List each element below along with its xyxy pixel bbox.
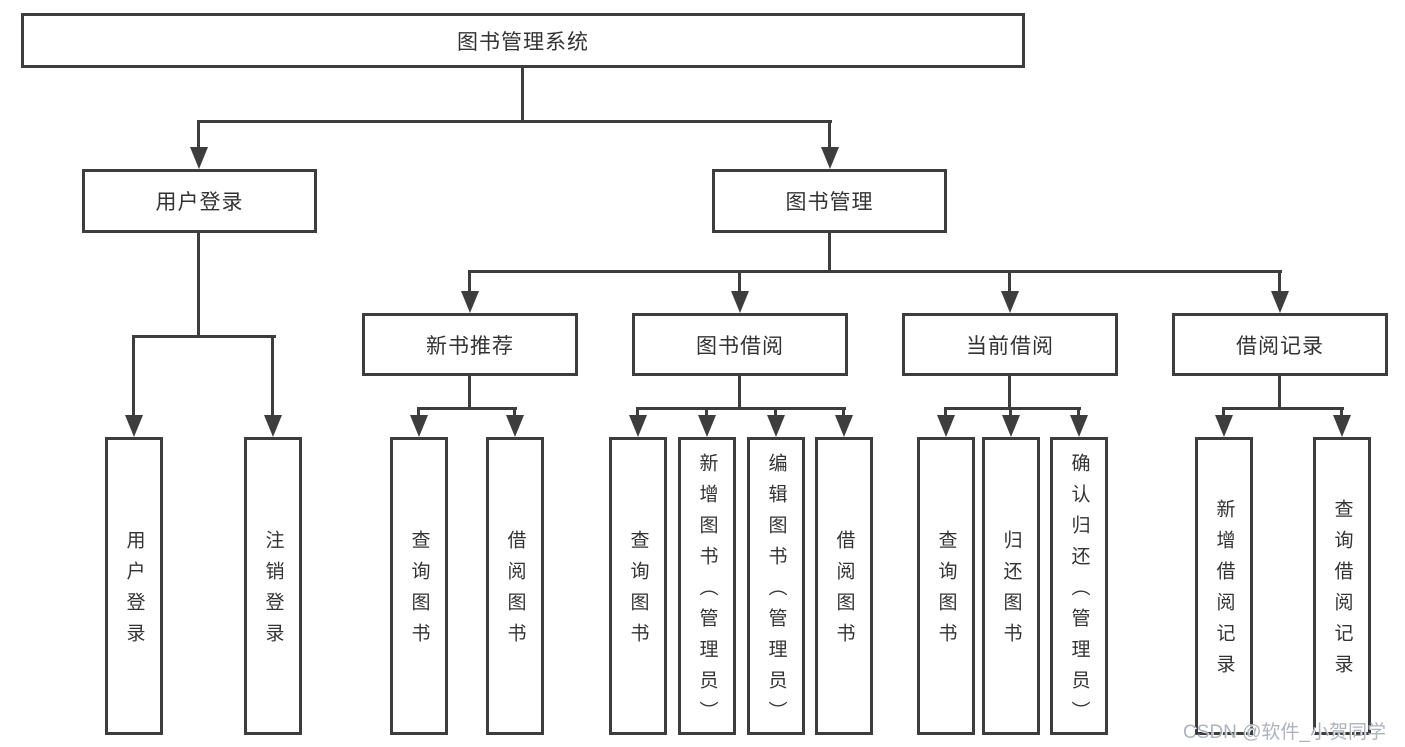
node-label: 用户登录 <box>123 530 145 654</box>
arrow-down-icon <box>410 415 428 437</box>
arrow-down-icon <box>506 415 524 437</box>
node-label: 查询借阅记录 <box>1331 499 1353 685</box>
arrow-down-icon <box>1002 415 1020 437</box>
node-label: 用户登录 <box>155 191 244 214</box>
connector-line <box>468 270 471 294</box>
arrow-down-icon <box>1333 415 1351 437</box>
connector-line <box>271 335 274 415</box>
connector-line <box>521 68 524 120</box>
arrow-down-icon <box>1271 291 1289 313</box>
node-user-login: 用户登录 <box>82 169 317 233</box>
node-label: 图书管理系统 <box>457 30 589 54</box>
connector-line <box>738 376 741 410</box>
node-label: 查询图书 <box>627 530 649 654</box>
node-label: 新增图书（管理员） <box>696 452 718 732</box>
node-label: 图书管理 <box>785 191 874 214</box>
node-label: 编辑图书（管理员） <box>765 452 787 732</box>
node-label: 新书推荐 <box>426 334 514 358</box>
arrow-down-icon <box>698 415 716 437</box>
connector-line <box>738 270 741 294</box>
node-borrowing-records: 借阅记录 <box>1172 313 1388 376</box>
connector-line <box>1009 407 1012 419</box>
node-label: 确认归还（管理员） <box>1068 452 1090 732</box>
leaf-borrow-books: 借阅图书 <box>815 437 873 735</box>
arrow-down-icon <box>190 147 208 169</box>
leaf-add-books-admin: 新增图书（管理员） <box>678 437 736 735</box>
connector-line <box>197 120 200 150</box>
connector-line <box>1222 407 1225 419</box>
arrow-down-icon <box>461 291 479 313</box>
connector-line <box>842 407 845 419</box>
connector-line <box>468 376 471 410</box>
connector-line <box>132 335 276 338</box>
leaf-query-borrow-record: 查询借阅记录 <box>1313 437 1371 735</box>
leaf-user-login: 用户登录 <box>105 437 163 735</box>
arrow-down-icon <box>629 415 647 437</box>
arrow-down-icon <box>731 291 749 313</box>
connector-line <box>774 407 777 419</box>
connector-line <box>1278 270 1281 294</box>
connector-line <box>636 407 639 419</box>
node-label: 查询图书 <box>935 530 957 654</box>
node-label: 借阅图书 <box>833 530 855 654</box>
arrow-down-icon <box>835 415 853 437</box>
node-new-book-recommendation: 新书推荐 <box>362 313 578 376</box>
node-book-management: 图书管理 <box>712 169 947 233</box>
csdn-watermark: CSDN @软件_小贺同学 <box>1183 722 1386 743</box>
leaf-query-books-borrow: 查询图书 <box>609 437 667 735</box>
connector-line <box>1008 270 1011 294</box>
leaf-edit-books-admin: 编辑图书（管理员） <box>747 437 805 735</box>
connector-line <box>132 335 135 415</box>
node-label: 新增借阅记录 <box>1213 499 1235 685</box>
arrow-down-icon <box>821 147 839 169</box>
connector-line <box>513 407 516 419</box>
node-label: 当前借阅 <box>966 334 1054 358</box>
connector-line <box>944 407 947 419</box>
arrow-down-icon <box>1215 415 1233 437</box>
node-label: 归还图书 <box>1000 530 1022 654</box>
node-label: 注销登录 <box>262 530 284 654</box>
node-label: 借阅图书 <box>504 530 526 654</box>
leaf-return-books: 归还图书 <box>982 437 1040 735</box>
node-label: 图书借阅 <box>696 334 784 358</box>
connector-line <box>636 407 846 410</box>
leaf-query-books-current: 查询图书 <box>917 437 975 735</box>
connector-line <box>705 407 708 419</box>
connector-line <box>417 407 517 410</box>
connector-line <box>1222 407 1344 410</box>
node-library-management-system: 图书管理系统 <box>21 13 1025 68</box>
arrow-down-icon <box>1070 415 1088 437</box>
arrow-down-icon <box>767 415 785 437</box>
connector-line <box>828 120 831 150</box>
connector-line <box>468 270 1282 273</box>
leaf-logout: 注销登录 <box>244 437 302 735</box>
leaf-add-borrow-record: 新增借阅记录 <box>1195 437 1253 735</box>
connector-line <box>1008 376 1011 410</box>
connector-line <box>197 120 832 123</box>
node-current-borrowing: 当前借阅 <box>902 313 1118 376</box>
leaf-confirm-return-admin: 确认归还（管理员） <box>1050 437 1108 735</box>
connector-line <box>1278 376 1281 410</box>
connector-line <box>944 407 1081 410</box>
leaf-borrow-books-recommend: 借阅图书 <box>486 437 544 735</box>
arrow-down-icon <box>1001 291 1019 313</box>
connector-line <box>197 233 200 338</box>
node-book-borrowing: 图书借阅 <box>632 313 848 376</box>
connector-line <box>1340 407 1343 419</box>
leaf-query-books-recommend: 查询图书 <box>390 437 448 735</box>
connector-line <box>417 407 420 419</box>
connector-line <box>828 233 831 273</box>
arrow-down-icon <box>937 415 955 437</box>
arrow-down-icon <box>264 415 282 437</box>
connector-line <box>1077 407 1080 419</box>
node-label: 借阅记录 <box>1236 334 1324 358</box>
node-label: 查询图书 <box>408 530 430 654</box>
arrow-down-icon <box>125 415 143 437</box>
